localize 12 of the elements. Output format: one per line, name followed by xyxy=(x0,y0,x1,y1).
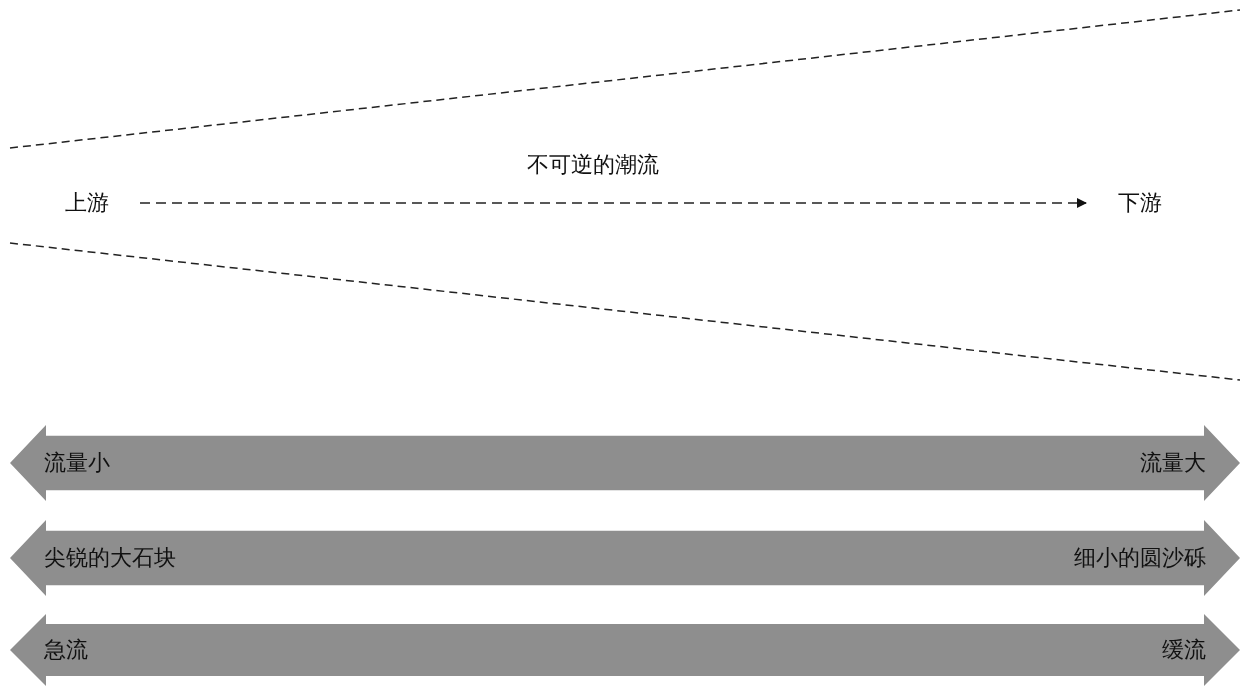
band-end-label: 尖锐的大石块 xyxy=(44,544,176,572)
band-end-label: 急流 xyxy=(44,636,88,664)
band-end-label: 流量大 xyxy=(1140,449,1206,477)
double-arrow-band xyxy=(10,425,1240,501)
arrow xyxy=(139,198,1087,208)
band-end-label: 缓流 xyxy=(1162,636,1206,664)
place-label: 下游 xyxy=(1118,188,1168,218)
double-arrow-band xyxy=(10,614,1240,686)
band-end-label: 细小的圆沙砾 xyxy=(1074,544,1206,572)
double-arrow-band xyxy=(10,520,1240,596)
band-end-label: 流量小 xyxy=(44,449,110,477)
place-label: 上游 xyxy=(65,188,115,218)
